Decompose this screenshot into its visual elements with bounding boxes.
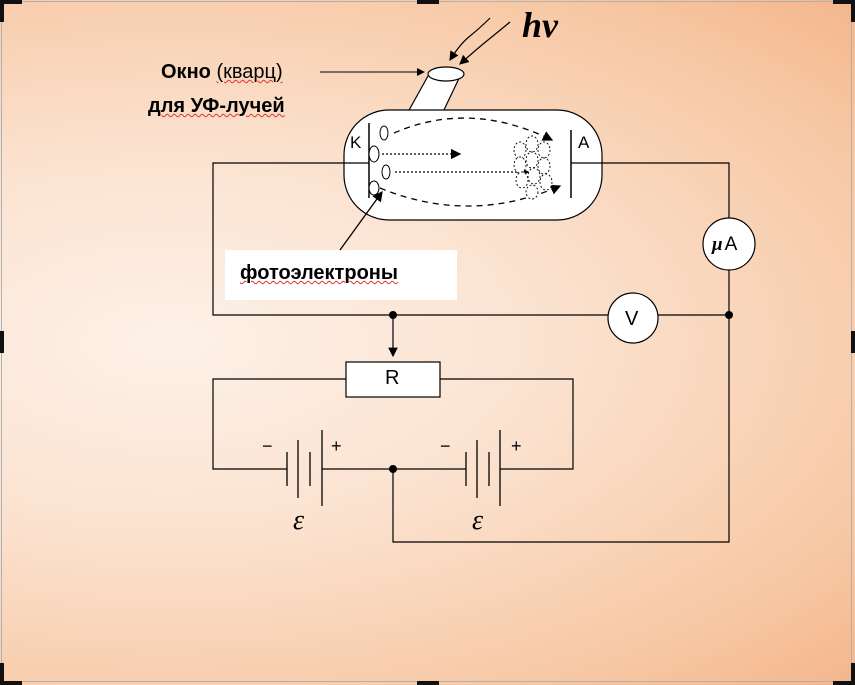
micro-symbol: μ xyxy=(712,234,723,255)
window-label-line2-text: для УФ-лучей xyxy=(148,95,285,117)
electron-trajectories xyxy=(379,117,562,207)
anode-label: A xyxy=(578,133,590,152)
photoelectrons-label-box xyxy=(225,250,457,300)
handle-top-left-v[interactable] xyxy=(0,0,4,22)
photoelectrons-pointer xyxy=(339,190,383,251)
photoelectrons-label-text: фотоэлектроны xyxy=(240,262,398,284)
battery-right xyxy=(465,430,501,506)
photon-energy-label: hv xyxy=(522,5,558,45)
handle-top-left[interactable] xyxy=(0,0,22,4)
battery-right-emf: ε xyxy=(472,505,484,536)
electron-cloud xyxy=(513,135,553,200)
battery-left-plus: + xyxy=(331,436,342,456)
handle-bottom-left[interactable] xyxy=(0,681,22,685)
window-label-line2: для УФ-лучей xyxy=(148,95,285,118)
light-rays xyxy=(449,17,511,65)
quartz-window xyxy=(407,66,465,113)
handle-bottom-right-v[interactable] xyxy=(851,663,855,685)
handle-top-mid[interactable] xyxy=(417,0,439,4)
battery-left xyxy=(286,430,323,506)
window-label-bold: Окно xyxy=(161,61,211,83)
battery-left-emf: ε xyxy=(293,505,305,536)
handle-top-right[interactable] xyxy=(833,0,855,4)
handle-bottom-mid[interactable] xyxy=(417,681,439,685)
resistor-label: R xyxy=(385,367,400,389)
handle-bottom-left-v[interactable] xyxy=(0,663,4,685)
junction-dots xyxy=(389,311,733,473)
cathode-label: K xyxy=(350,133,362,152)
window-label: Окно (кварц) xyxy=(161,61,283,84)
ammeter-symbol: A xyxy=(724,234,738,255)
handle-bottom-right[interactable] xyxy=(833,681,855,685)
microammeter xyxy=(702,217,756,271)
cathode-electrons xyxy=(368,125,391,196)
handle-mid-right[interactable] xyxy=(851,331,855,353)
window-label-material: (кварц) xyxy=(216,61,283,83)
battery-left-minus: − xyxy=(262,436,273,456)
battery-right-minus: − xyxy=(440,436,451,456)
handle-top-right-v[interactable] xyxy=(851,0,855,22)
voltmeter xyxy=(607,292,659,344)
handle-mid-left[interactable] xyxy=(0,331,4,353)
photoelectrons-label: фотоэлектроны xyxy=(240,262,398,285)
resistor xyxy=(345,361,441,398)
voltmeter-label: V xyxy=(625,308,639,330)
battery-right-plus: + xyxy=(511,436,522,456)
